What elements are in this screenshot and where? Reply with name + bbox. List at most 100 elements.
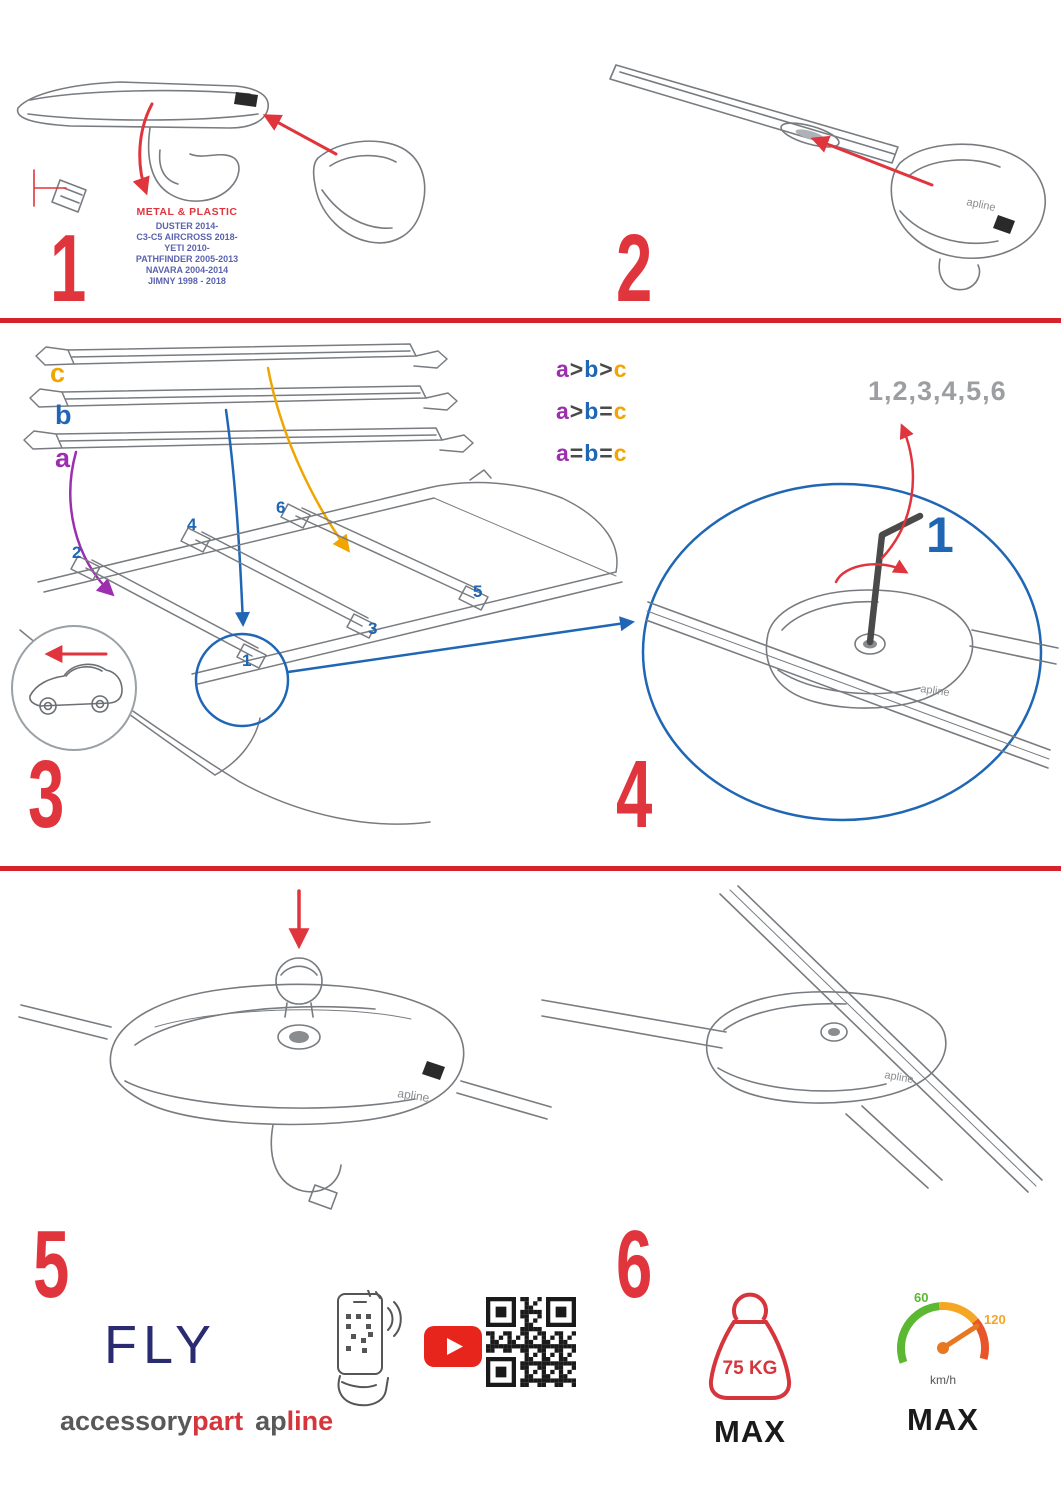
step3-roof-layout-drawing (11, 343, 635, 825)
mounted-foot-line-art (541, 885, 1043, 1193)
weight-max-label: MAX (714, 1414, 786, 1449)
model-item: NAVARA 2004-2014 (145, 265, 229, 275)
step-4-number: 4 (616, 741, 653, 848)
step-5-number: 5 (33, 1211, 70, 1318)
speed-unit-label: km/h (930, 1373, 956, 1387)
youtube-icon (424, 1326, 482, 1367)
scan-wave (393, 1301, 402, 1337)
logo-patch (234, 92, 258, 107)
formula-row: a>b=c (556, 398, 628, 440)
brand-ap: ap (255, 1406, 287, 1436)
length-order-legend: a>b>c a>b=c a=b=c (556, 356, 628, 482)
hand-outline (341, 1381, 377, 1389)
max-load-badge: 75 KG MAX (675, 1284, 825, 1450)
model-item: DUSTER 2014- (155, 221, 219, 231)
step-1-number: 1 (50, 215, 87, 322)
zoom-circle (641, 482, 1043, 822)
position-number-2: 2 (72, 543, 82, 562)
model-item: C3-C5 AIRCROSS 2018- (136, 232, 238, 242)
bar-label-a: a (55, 443, 71, 473)
formula-token: c (613, 356, 628, 382)
needle (940, 1323, 980, 1351)
step2-bar-insert-drawing: apline (609, 64, 1046, 291)
compatibility-note: METAL & PLASTIC DUSTER 2014- C3-C5 AIRCR… (87, 206, 287, 287)
weight-icon: 75 KG (708, 1292, 792, 1400)
brand-fly: FLY (104, 1315, 218, 1375)
step6-mounted-foot-drawing: apline (541, 885, 1043, 1193)
formula-token: b (584, 398, 600, 424)
bar-label-b: b (55, 400, 72, 430)
insert-arrow (810, 135, 934, 187)
formula-token: > (599, 356, 614, 382)
formula-token: a (556, 356, 570, 382)
formula-token: b (584, 440, 600, 466)
formula-token: = (599, 398, 614, 424)
step-2-number: 2 (616, 215, 653, 322)
formula-token: = (599, 440, 614, 466)
qr-data-cells (486, 1297, 576, 1387)
foot1-highlight-circle (194, 632, 290, 728)
phone-screen-qr (346, 1314, 373, 1353)
foot-detail-line-art (645, 589, 1059, 769)
speed-max-label: MAX (907, 1402, 979, 1437)
formula-token: c (613, 440, 628, 466)
section-divider (0, 866, 1061, 871)
direction-inset (11, 625, 137, 751)
position-number-5: 5 (473, 582, 483, 601)
bar-label-c: c (50, 358, 66, 388)
step4-tightening-detail-drawing: apline (641, 423, 1059, 822)
brand-part: part (192, 1406, 244, 1436)
position-number-3: 3 (368, 619, 378, 638)
position-number-4: 4 (187, 515, 197, 534)
position-number-1: 1 (242, 651, 252, 670)
tightening-sequence-text: 1,2,3,4,5,6 (868, 376, 1007, 406)
model-item: PATHFINDER 2005-2013 (135, 254, 239, 264)
formula-token: a (556, 398, 570, 424)
position-number-6: 6 (276, 498, 286, 517)
apline-logo-text: apline (883, 1069, 914, 1086)
qr-finder-patterns (486, 1297, 576, 1387)
hand-outline (337, 1375, 389, 1407)
step-6-number: 6 (616, 1211, 653, 1318)
speed-60-label: 60 (914, 1290, 928, 1305)
model-item: JIMNY 1998 - 2018 (148, 276, 226, 286)
formula-token: = (569, 440, 585, 466)
scan-sparkle (367, 1290, 381, 1299)
formula-token: a (556, 440, 570, 466)
formula-row: a>b>c (556, 356, 628, 398)
car-roof-line-art (19, 469, 623, 825)
brand-accessory: accessory (60, 1406, 193, 1436)
material-label: METAL & PLASTIC (136, 206, 238, 218)
zoom-link-arrow (286, 616, 635, 674)
foot-knob-line-art (18, 957, 552, 1210)
crossbar-line-art (609, 64, 1046, 291)
step1-clamp-exploded-drawing (16, 81, 426, 244)
formula-token: b (584, 356, 600, 382)
speed-120-label: 120 (984, 1312, 1006, 1327)
torque-arrow (834, 559, 909, 584)
apline-logo-text: apline (920, 683, 951, 699)
scan-wave (387, 1307, 394, 1331)
guide-curve-b (224, 408, 250, 627)
model-item: YETI 2010- (164, 243, 210, 253)
play-triangle (447, 1338, 463, 1355)
loose-crossbars (23, 343, 474, 453)
step-3-number: 3 (28, 741, 65, 848)
apline-logo-text: apline (965, 196, 996, 214)
weight-value: 75 KG (723, 1358, 778, 1379)
section-divider (0, 318, 1061, 323)
max-speed-badge: 60 120 km/h MAX (868, 1284, 1018, 1438)
sequence-arrow (880, 423, 915, 560)
allen-key (866, 512, 924, 646)
step5-knob-press-drawing: apline (18, 889, 552, 1210)
guide-curve-a (69, 450, 115, 597)
phone-scan-icon (337, 1290, 402, 1407)
formula-token: > (569, 356, 585, 382)
speedometer-icon: 60 120 km/h (896, 1290, 1006, 1387)
formula-token: c (613, 398, 628, 424)
formula-row: a=b=c (556, 440, 628, 482)
apline-logo-text: apline (397, 1086, 431, 1105)
formula-token: > (569, 398, 585, 424)
